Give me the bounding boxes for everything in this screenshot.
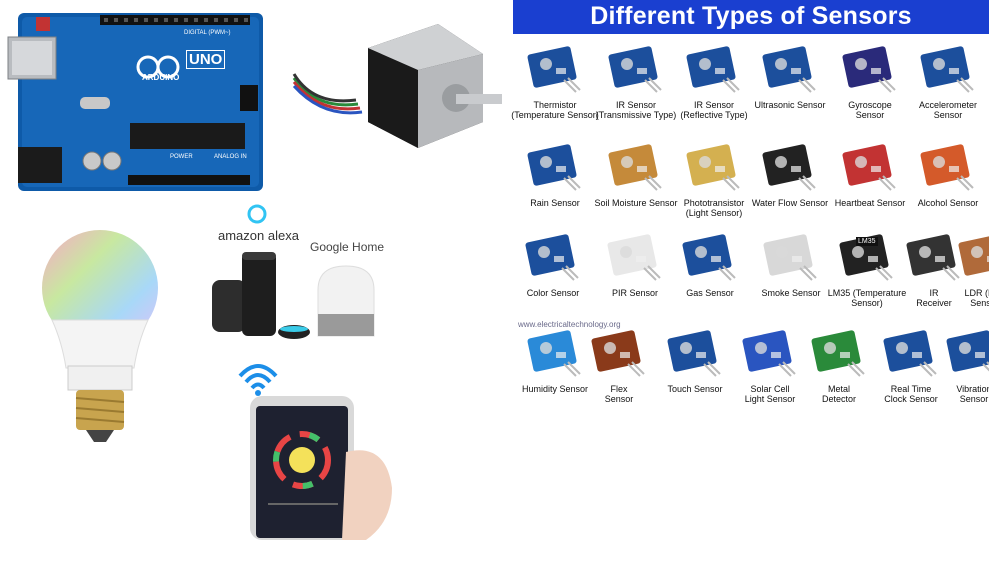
smoke-icon [763, 234, 817, 281]
flex-icon [591, 330, 645, 377]
sensor-cell: Alcohol Sensor [909, 136, 987, 236]
heartbeat-icon [842, 144, 896, 191]
wifi-icon [238, 364, 278, 396]
sensor-cell: PIR Sensor [596, 226, 674, 326]
sensor-label: LDR (Light Sensor) [964, 288, 989, 308]
ir-reflective-icon [686, 46, 740, 93]
touch-icon [667, 330, 721, 377]
soil-moisture-icon [608, 144, 662, 191]
sensor-cell: Thermistor (Temperature Sensor) [511, 38, 599, 138]
sensor-cell: Rain Sensor [516, 136, 594, 236]
sensor-cell: Ultrasonic Sensor [751, 38, 829, 138]
sensor-label: Metal Detector [821, 384, 856, 404]
pir-icon [607, 234, 661, 281]
sensor-label: Accelerometer Sensor [918, 100, 978, 120]
sensor-cell: LDR (Light Sensor) [947, 226, 989, 326]
banner-title: Different Types of Sensors [590, 2, 912, 30]
ir-receiver-icon [906, 234, 960, 281]
sensor-cell: Metal Detector [800, 322, 878, 422]
sensor-label: IR Receiver [916, 288, 952, 308]
sensor-cell: Real Time Clock Sensor [872, 322, 950, 422]
stepper-motor-image [292, 24, 502, 148]
sensor-cell: Touch Sensor [656, 322, 734, 422]
sensor-label: Phototransistor (Light Sensor) [683, 198, 745, 218]
alcohol-icon [920, 144, 974, 191]
arduino-logo-text: ARDUINO [142, 73, 180, 82]
sensor-cell: Heartbeat Sensor [831, 136, 909, 236]
arduino-analog-text: ANALOG IN [214, 154, 247, 160]
water-flow-icon [762, 144, 816, 191]
sensor-label: Heartbeat Sensor [834, 198, 906, 208]
ldr-icon [958, 234, 989, 276]
sensor-label: PIR Sensor [611, 288, 659, 298]
sensor-label: Smoke Sensor [761, 288, 821, 298]
sensor-cell: Gas Sensor [671, 226, 749, 326]
ir-transmissive-icon [608, 46, 662, 93]
sensor-cell: IR Sensor (Transmissive Type) [596, 38, 676, 138]
sensor-cell: Solar Cell Light Sensor [731, 322, 809, 422]
sensor-label: Soil Moisture Sensor [594, 198, 678, 208]
sensor-label: Alcohol Sensor [917, 198, 979, 208]
sensor-label: Thermistor (Temperature Sensor) [511, 100, 599, 120]
metal-detector-icon [811, 330, 865, 377]
lm35-chip-text: LM35 [856, 237, 878, 246]
thermistor-icon [527, 46, 581, 93]
sensor-label: Solar Cell Light Sensor [744, 384, 796, 404]
gyroscope-icon [842, 46, 896, 93]
sensor-cell: Water Flow Sensor [751, 136, 829, 236]
sensor-label: Humidity Sensor [521, 384, 589, 394]
rain-icon [527, 144, 581, 191]
color-sensor-icon [525, 234, 579, 281]
rtc-icon [883, 330, 937, 377]
gas-icon [682, 234, 736, 281]
sensor-cell: Smoke Sensor [752, 226, 830, 326]
sensor-label: Color Sensor [526, 288, 580, 298]
sensor-label: Real Time Clock Sensor [884, 384, 938, 404]
sensor-label: Flex Sensor [604, 384, 634, 404]
sensor-label: IR Sensor (Reflective Type) [680, 100, 748, 120]
smart-bulb-image [42, 230, 158, 442]
sensor-cell: IR Receiver [895, 226, 973, 326]
sensor-cell: Gyroscope Sensor [831, 38, 909, 138]
google-home-label: Google Home [310, 240, 385, 254]
vibration-icon [946, 330, 989, 372]
sensor-cell: IR Sensor (Reflective Type) [675, 38, 753, 138]
phototransistor-icon [686, 144, 740, 191]
sensor-label: IR Sensor (Transmissive Type) [595, 100, 677, 120]
smartphone-hand-image [250, 396, 392, 540]
sensor-label: Water Flow Sensor [751, 198, 829, 208]
sensor-cell: Humidity Sensor [516, 322, 594, 422]
sensor-cell: Vibration Sensor [935, 322, 989, 422]
arduino-digital-text: DIGITAL (PWM~) [184, 30, 231, 36]
sensor-cell: Accelerometer Sensor [909, 38, 987, 138]
smart-speakers-image [212, 252, 375, 339]
ultrasonic-icon [762, 46, 816, 93]
title-banner: Different Types of Sensors [513, 0, 989, 34]
sensor-label: Gas Sensor [686, 288, 734, 298]
humidity-icon [527, 330, 581, 377]
sensor-cell: Flex Sensor [580, 322, 658, 422]
sensor-cell: Phototransistor (Light Sensor) [675, 136, 753, 236]
sensor-cell: Soil Moisture Sensor [594, 136, 678, 236]
sensor-cell: Color Sensor [514, 226, 592, 326]
amazon-alexa-label: amazon alexa [218, 228, 299, 243]
watermark-text: www.electricaltechnology.org [518, 320, 621, 329]
sensor-label: Gyroscope Sensor [848, 100, 892, 120]
sensor-label: Ultrasonic Sensor [754, 100, 826, 110]
sensor-label: Touch Sensor [667, 384, 723, 394]
alexa-logo-icon [247, 204, 267, 224]
arduino-power-text: POWER [170, 154, 193, 160]
sensor-label: Vibration Sensor [956, 384, 989, 404]
solar-cell-icon [742, 330, 796, 377]
arduino-model-text: UNO [186, 50, 226, 69]
sensor-label: Rain Sensor [530, 198, 580, 208]
arduino-board-image [7, 13, 263, 191]
sensor-label: LM35 (Temperature Sensor) [827, 288, 907, 308]
accelerometer-icon [920, 46, 974, 93]
